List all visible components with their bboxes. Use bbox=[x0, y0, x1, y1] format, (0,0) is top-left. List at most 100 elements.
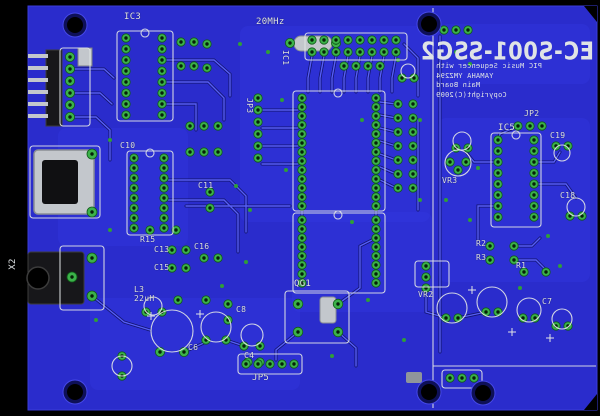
silkscreen-circle bbox=[400, 63, 416, 79]
pad-drill-hole bbox=[68, 91, 72, 95]
silkscreen-outline bbox=[59, 245, 105, 311]
pad-drill-hole bbox=[382, 38, 386, 42]
pad-drill-hole bbox=[512, 244, 516, 248]
pad-drill-hole bbox=[300, 218, 304, 222]
pad-drill-hole bbox=[256, 144, 260, 148]
pad-drill-hole bbox=[528, 124, 532, 128]
pad-drill-hole bbox=[374, 218, 378, 222]
copper-trace bbox=[319, 55, 325, 93]
pad-drill-hole bbox=[374, 114, 378, 118]
pad-drill-hole bbox=[300, 177, 304, 181]
pad-drill-hole bbox=[442, 28, 446, 32]
pad-drill-hole bbox=[170, 248, 174, 252]
via bbox=[402, 338, 406, 342]
pad-drill-hole bbox=[396, 116, 400, 120]
pad-drill-hole bbox=[300, 150, 304, 154]
pad-drill-hole bbox=[532, 138, 536, 142]
pad-drill-hole bbox=[160, 113, 164, 117]
pad-drill-hole bbox=[300, 254, 304, 258]
pad-drill-hole bbox=[124, 113, 128, 117]
copper-trace bbox=[69, 116, 111, 161]
pad-drill-hole bbox=[532, 149, 536, 153]
pad-drill-hole bbox=[374, 236, 378, 240]
pad-drill-hole bbox=[533, 316, 537, 320]
pad-drill-hole bbox=[411, 116, 415, 120]
pad-drill-hole bbox=[176, 298, 180, 302]
pad-drill-hole bbox=[396, 186, 400, 190]
via bbox=[330, 354, 334, 358]
copper-pour bbox=[240, 26, 430, 222]
silkscreen-circle bbox=[436, 292, 468, 324]
pad-drill-hole bbox=[370, 50, 374, 54]
copper-trace bbox=[275, 331, 299, 361]
pad-drill-hole bbox=[90, 294, 94, 298]
copper-trace bbox=[69, 68, 115, 79]
pad-drill-hole bbox=[202, 150, 206, 154]
pad-drill-hole bbox=[256, 108, 260, 112]
pad-drill-hole bbox=[162, 176, 166, 180]
pad-drill-hole bbox=[540, 124, 544, 128]
via bbox=[94, 318, 98, 322]
pad-drill-hole bbox=[132, 176, 136, 180]
pad-drill-hole bbox=[378, 64, 382, 68]
copper-trace bbox=[69, 92, 113, 105]
silkscreen-outline bbox=[284, 290, 350, 344]
pad-drill-hole bbox=[160, 69, 164, 73]
pad-drill-hole bbox=[202, 256, 206, 260]
usb-connector-opening bbox=[42, 160, 78, 204]
via bbox=[350, 220, 354, 224]
pad-drill-hole bbox=[162, 166, 166, 170]
copper-pour bbox=[292, 212, 432, 312]
pad-drill-hole bbox=[456, 316, 460, 320]
silkscreen-circle bbox=[333, 88, 343, 98]
pad-drill-hole bbox=[532, 204, 536, 208]
pad-drill-hole bbox=[184, 266, 188, 270]
copper-trace bbox=[165, 59, 231, 97]
pad-drill-hole bbox=[280, 362, 284, 366]
board-subtitle-line: YAMAHA YMZ294 bbox=[436, 71, 494, 80]
pad-drill-hole bbox=[358, 50, 362, 54]
silkscreen-outline bbox=[126, 150, 174, 236]
pad-drill-hole bbox=[374, 254, 378, 258]
pad-drill-hole bbox=[300, 123, 304, 127]
pad-drill-hole bbox=[512, 258, 516, 262]
silkscreen-circle bbox=[145, 148, 155, 158]
silkscreen-outline bbox=[414, 260, 450, 288]
pad-drill-hole bbox=[160, 36, 164, 40]
via bbox=[558, 264, 562, 268]
pad-drill-hole bbox=[296, 302, 300, 306]
silkscreen-circle bbox=[143, 296, 163, 316]
pad-drill-hole bbox=[124, 80, 128, 84]
pad-drill-hole bbox=[396, 130, 400, 134]
copper-trace bbox=[379, 166, 397, 175]
pad-drill-hole bbox=[300, 159, 304, 163]
copper-trace bbox=[379, 127, 397, 133]
pad-drill-hole bbox=[580, 214, 584, 218]
pad-drill-hole bbox=[124, 69, 128, 73]
pad-drill-hole bbox=[568, 214, 572, 218]
pad-drill-hole bbox=[411, 130, 415, 134]
mounting-hole bbox=[475, 385, 491, 401]
copper-trace bbox=[513, 259, 545, 269]
pad-drill-hole bbox=[466, 28, 470, 32]
board-corner-notch bbox=[584, 394, 597, 410]
copper-trace bbox=[307, 55, 313, 93]
pad-drill-hole bbox=[464, 160, 468, 164]
dc-jack-barrel bbox=[26, 266, 50, 290]
header-connector-pin bbox=[28, 90, 48, 94]
pad-drill-hole bbox=[496, 310, 500, 314]
pad-drill-hole bbox=[292, 362, 296, 366]
pad-drill-hole bbox=[300, 281, 304, 285]
pad-drill-hole bbox=[374, 245, 378, 249]
pad-drill-hole bbox=[162, 226, 166, 230]
pad-drill-hole bbox=[396, 144, 400, 148]
pad-drill-hole bbox=[204, 298, 208, 302]
pad-drill-hole bbox=[256, 132, 260, 136]
header-connector-pin bbox=[28, 78, 48, 82]
pad-drill-hole bbox=[374, 123, 378, 127]
via bbox=[108, 228, 112, 232]
via bbox=[108, 138, 112, 142]
pad-drill-hole bbox=[411, 172, 415, 176]
pad-drill-hole bbox=[346, 38, 350, 42]
